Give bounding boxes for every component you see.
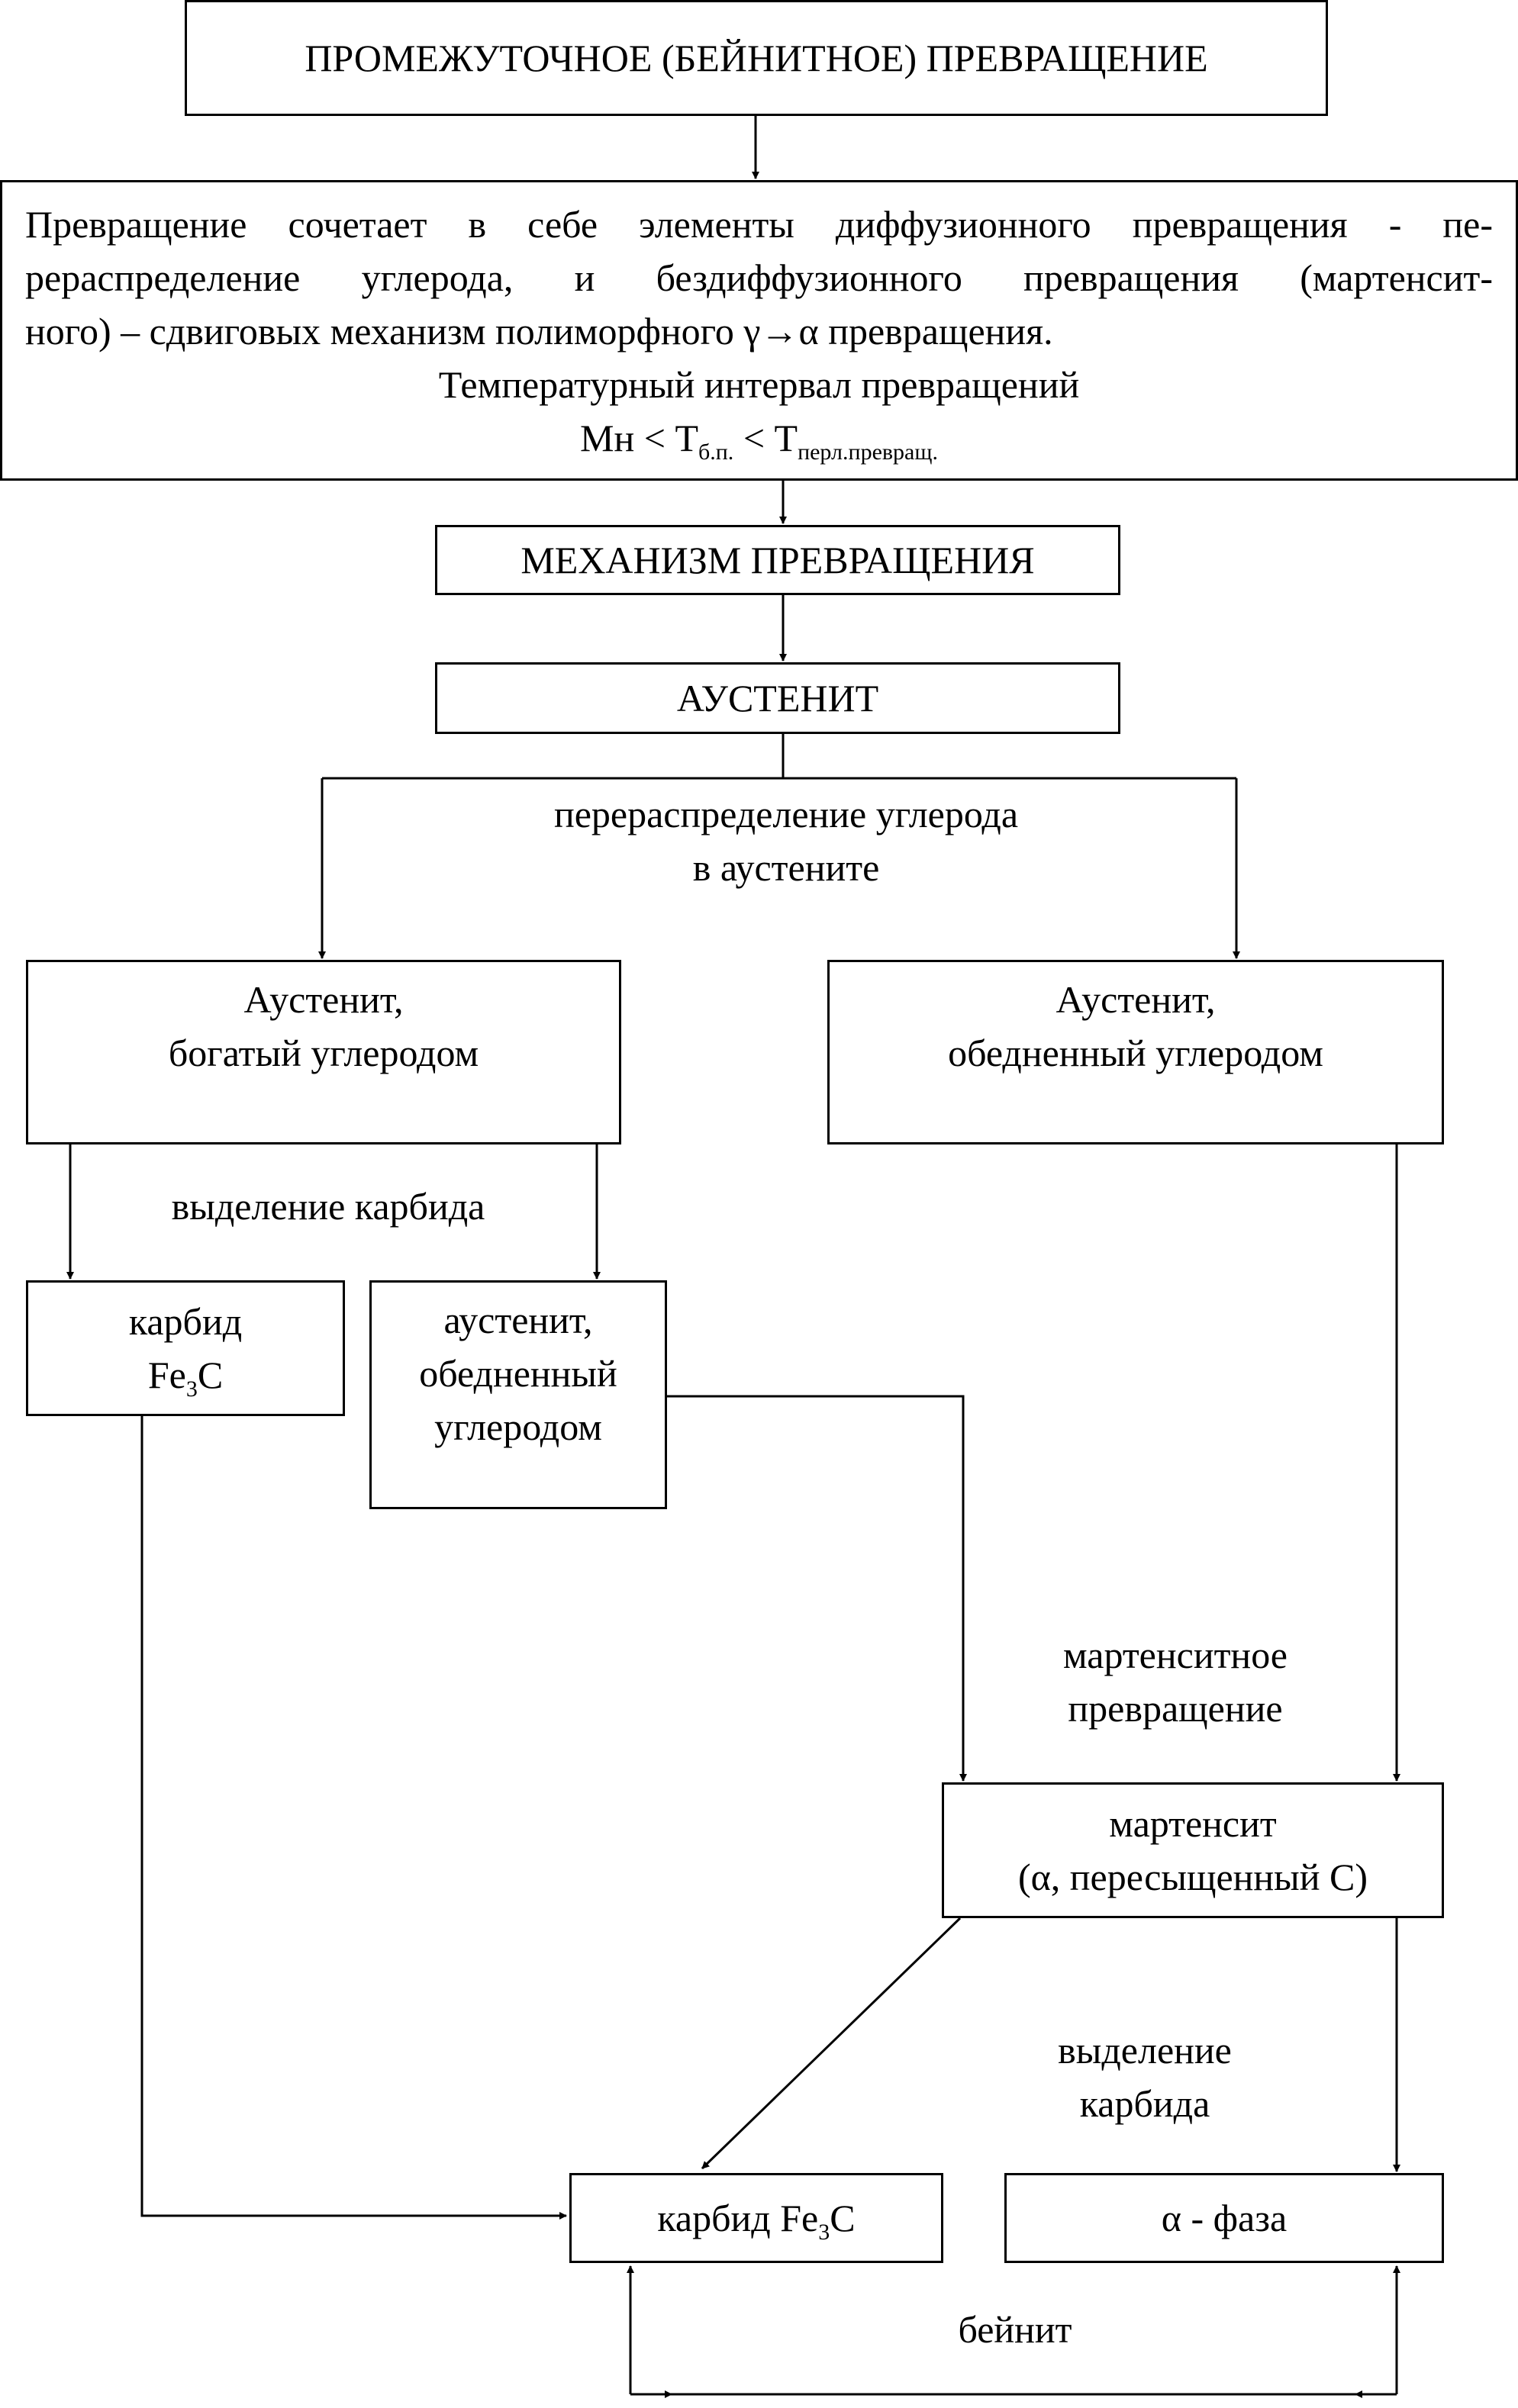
bainite-label: бейнит: [901, 2303, 1130, 2356]
carbide-final-box: карбид Fe3C: [569, 2173, 943, 2263]
temperature-formula: Мн < Тб.п. < Тперл.превращ.: [25, 411, 1493, 465]
redistribution-line-2: в аустените: [692, 846, 880, 889]
alpha-phase-box: α - фаза: [1004, 2173, 1444, 2263]
mechanism-box: МЕХАНИЗМ ПРЕВРАЩЕНИЯ: [435, 525, 1120, 595]
martensite-line-1: мартенсит: [1109, 1802, 1277, 1845]
title-box: ПРОМЕЖУТОЧНОЕ (БЕЙНИТНОЕ) ПРЕВРАЩЕНИЕ: [185, 0, 1328, 116]
carbide-fe: Fe: [147, 1354, 186, 1396]
description-line-2: рераспределение углерода, и бездиффузион…: [25, 256, 1493, 299]
austenite-poor-line-2: обедненный углеродом: [948, 1032, 1323, 1074]
austenite-depleted-line-2: обедненный: [419, 1352, 617, 1395]
formula-t-pearlite: Т: [774, 417, 798, 459]
carbide-subscript: 3: [185, 1376, 198, 1402]
arrow-depleted-to-martensite: [664, 1395, 967, 1782]
carbide-formula: Fe3C: [148, 1348, 223, 1402]
martensitic-line-2: превращение: [1068, 1687, 1283, 1730]
redistribution-label: перераспределение углерода в аустените: [443, 787, 1130, 894]
carbide-precipitation-2-line-2: карбида: [1079, 2082, 1210, 2125]
austenite-box: АУСТЕНИТ: [435, 662, 1120, 734]
carbide-final-formula: карбид Fe3C: [657, 2191, 855, 2245]
austenite-rich-box: Аустенит, богатый углеродом: [26, 960, 621, 1144]
martensite-box: мартенсит (α, пересыщенный С): [942, 1782, 1444, 1918]
austenite-poor-line-1: Аустенит,: [1056, 978, 1216, 1021]
martensitic-line-1: мартенситное: [1063, 1634, 1288, 1676]
austenite-depleted-box: аустенит, обедненный углеродом: [369, 1280, 667, 1509]
carbide-final-prefix: карбид Fe: [657, 2197, 819, 2239]
carbide-c: C: [197, 1354, 224, 1396]
carbide-precipitation-2-line-1: выделение: [1058, 2029, 1232, 2072]
formula-t-bainite: Т: [675, 417, 698, 459]
carbide-precipitation-label-2: выделение карбида: [992, 2023, 1297, 2130]
austenite-rich-line-2: богатый углеродом: [168, 1032, 479, 1074]
austenite-depleted-line-1: аустенит,: [443, 1299, 593, 1341]
description-line-1: Превращение сочетает в себе элементы диф…: [25, 203, 1493, 246]
austenite-poor-box: Аустенит, обедненный углеродом: [827, 960, 1444, 1144]
austenite-text: АУСТЕНИТ: [676, 677, 879, 720]
carbide-line-1: карбид: [128, 1300, 243, 1343]
carbide-precipitation-text: выделение карбида: [171, 1185, 485, 1228]
mechanism-text: МЕХАНИЗМ ПРЕВРАЩЕНИЯ: [521, 539, 1035, 581]
austenite-depleted-line-3: углеродом: [434, 1405, 602, 1448]
redistribution-line-1: перераспределение углерода: [553, 793, 1019, 835]
description-box: Превращение сочетает в себе элементы диф…: [0, 180, 1518, 481]
arrow-martensite-to-final-carbide: [701, 1917, 962, 2170]
martensitic-label: мартенситное превращение: [977, 1628, 1374, 1735]
formula-t-pearlite-subscript: перл.превращ.: [798, 439, 938, 465]
martensite-line-2: (α, пересыщенный С): [1017, 1856, 1368, 1898]
alpha-phase-text: α - фаза: [1161, 2197, 1288, 2239]
carbide-final-c: C: [830, 2197, 856, 2239]
formula-mn: Мн: [580, 417, 635, 459]
formula-t-bainite-subscript: б.п.: [698, 439, 734, 465]
description-line-3: ного) – сдвиговых механизм полиморфного …: [25, 310, 1053, 353]
carbide-precipitation-label: выделение карбида: [114, 1180, 542, 1233]
description-line-4: Температурный интервал превращений: [438, 363, 1080, 406]
formula-lt-2: <: [743, 417, 765, 459]
carbide-box: карбид Fe3C: [26, 1280, 345, 1416]
austenite-rich-line-1: Аустенит,: [243, 978, 404, 1021]
carbide-final-subscript: 3: [818, 2220, 830, 2245]
bainite-text: бейнит: [958, 2308, 1072, 2351]
formula-lt-1: <: [643, 417, 666, 459]
title-text: ПРОМЕЖУТОЧНОЕ (БЕЙНИТНОЕ) ПРЕВРАЩЕНИЕ: [305, 37, 1208, 79]
arrow-carbide-to-final-carbide: [140, 1416, 567, 2220]
